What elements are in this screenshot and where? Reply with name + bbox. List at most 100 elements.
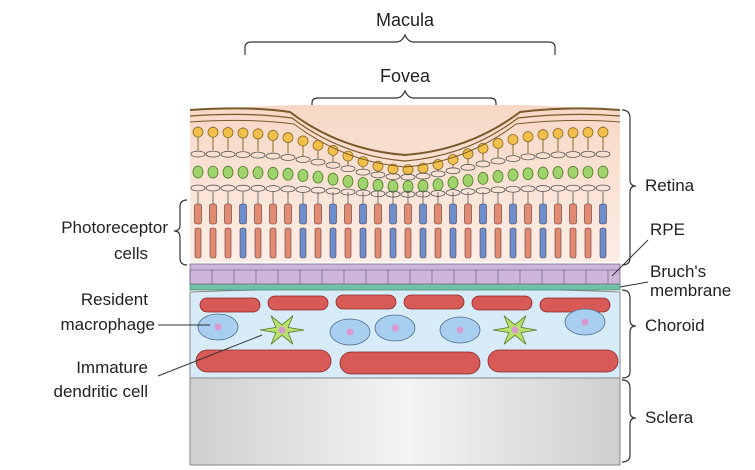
cone-cell <box>450 204 457 224</box>
bipolar-cell <box>238 166 248 178</box>
blood-vessel <box>200 298 260 312</box>
bipolar-cell <box>343 175 353 187</box>
cone-cell <box>330 204 337 224</box>
rpe-layer <box>190 264 620 284</box>
bipolar-cell <box>358 178 368 190</box>
choroid-label: Choroid <box>645 316 705 336</box>
bruchs-leader-line <box>620 282 648 287</box>
rod-cell <box>435 204 442 224</box>
retina-bracket <box>622 110 636 265</box>
ganglion-cell <box>508 135 518 145</box>
ganglion-cell <box>298 136 308 146</box>
ganglion-cell <box>193 127 203 137</box>
cone-cell <box>300 204 307 224</box>
cone-cell <box>600 204 607 224</box>
bipolar-cell <box>388 180 398 192</box>
bipolar-cell <box>478 172 488 184</box>
blood-vessel <box>340 352 480 374</box>
ganglion-cell <box>238 128 248 138</box>
blood-vessel <box>472 296 532 310</box>
rod-cell <box>225 204 232 224</box>
retina-label: Retina <box>645 176 694 196</box>
cone-cell <box>420 204 427 224</box>
ganglion-cell <box>223 127 233 137</box>
choroid-bracket <box>622 290 636 378</box>
ganglion-cell <box>583 127 593 137</box>
resident-macrophage-label-line1: Resident <box>0 290 148 310</box>
rod-cell <box>465 204 472 224</box>
bipolar-cell <box>448 177 458 189</box>
bipolar-cell <box>433 179 443 191</box>
bipolar-cell <box>223 166 233 178</box>
rod-cell <box>195 204 202 224</box>
bipolar-cell <box>493 170 503 182</box>
cone-cell <box>480 204 487 224</box>
macula-bracket <box>245 35 555 55</box>
ganglion-cell <box>328 145 338 155</box>
bipolar-cell <box>283 168 293 180</box>
ganglion-cell <box>493 138 503 148</box>
ganglion-cell <box>598 127 608 137</box>
rod-cell <box>570 204 577 224</box>
ganglion-cell <box>568 128 578 138</box>
sclera-label: Sclera <box>645 408 693 428</box>
bipolar-cell <box>373 179 383 191</box>
cone-cell <box>360 204 367 224</box>
cone-cell <box>540 204 547 224</box>
bipolar-cell <box>538 167 548 179</box>
bipolar-cell <box>253 167 263 179</box>
bipolar-cell <box>208 166 218 178</box>
ganglion-cell <box>208 127 218 137</box>
cone-cell <box>390 204 397 224</box>
blood-vessel <box>488 350 618 372</box>
bipolar-cell <box>508 169 518 181</box>
bipolar-cell <box>298 169 308 181</box>
bipolar-cell <box>553 167 563 179</box>
sclera-layer <box>190 365 620 465</box>
rod-cell <box>585 204 592 224</box>
bruchs-membrane-label-line1: Bruch's <box>650 262 706 282</box>
photoreceptor-bracket <box>174 200 187 265</box>
bruchs-membrane-label-line2: membrane <box>650 281 731 301</box>
blood-vessel <box>336 295 396 309</box>
bipolar-cell <box>598 166 608 178</box>
bipolar-cell <box>313 171 323 183</box>
rod-cell <box>525 204 532 224</box>
rod-cell <box>270 204 277 224</box>
rod-cell <box>210 204 217 224</box>
bipolar-cell <box>583 166 593 178</box>
photoreceptor-label-line1: Photoreceptor <box>0 218 168 238</box>
rod-cell <box>375 204 382 224</box>
cone-cell <box>240 204 247 224</box>
fovea-label: Fovea <box>350 66 460 86</box>
bipolar-cell <box>523 168 533 180</box>
bipolar-cell <box>328 173 338 185</box>
rod-cell <box>495 204 502 224</box>
rod-cell <box>345 204 352 224</box>
rod-cell <box>285 204 292 224</box>
immature-dendritic-label-line1: Immature <box>0 358 148 378</box>
bipolar-cell <box>568 166 578 178</box>
cone-cell <box>510 204 517 224</box>
bipolar-cell <box>193 166 203 178</box>
ganglion-cell <box>553 128 563 138</box>
ganglion-cell <box>253 129 263 139</box>
rod-cell <box>315 204 322 224</box>
rpe-label: RPE <box>650 220 685 240</box>
bipolar-cell <box>418 180 428 192</box>
resident-macrophage-label-line2: macrophage <box>0 315 155 335</box>
bipolar-cell <box>268 167 278 179</box>
ganglion-cell <box>538 130 548 140</box>
macula-label: Macula <box>340 10 470 30</box>
blood-vessel <box>268 296 328 310</box>
photoreceptor-label-line2: cells <box>0 244 148 264</box>
sclera-bracket <box>622 380 636 462</box>
blood-vessel <box>404 295 464 309</box>
rod-cell <box>405 204 412 224</box>
ganglion-cell <box>523 132 533 142</box>
rod-cell <box>255 204 262 224</box>
bipolar-cell <box>463 174 473 186</box>
ganglion-cell <box>268 130 278 140</box>
bruchs-membrane-layer <box>190 284 620 290</box>
blood-vessel <box>540 298 610 312</box>
